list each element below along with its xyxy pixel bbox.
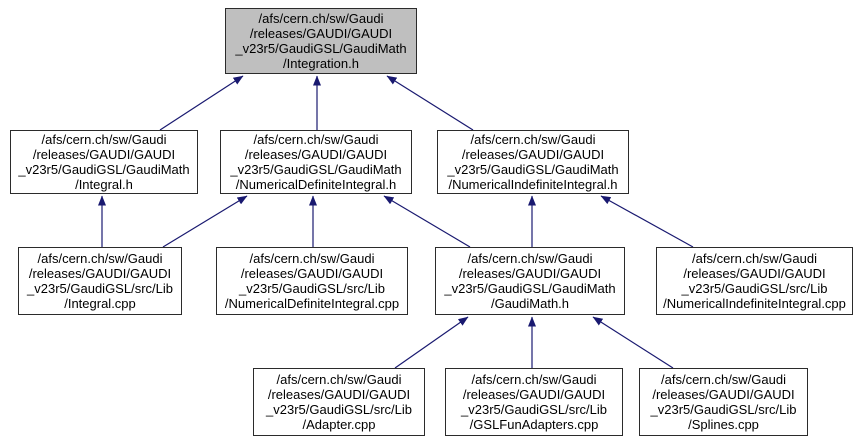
node-label-line: /releases/GAUDI/GAUDI <box>240 266 384 281</box>
node-gaudimath-h[interactable]: /afs/cern.ch/sw/Gaudi /releases/GAUDI/GA… <box>435 247 625 315</box>
node-gslfunadapters-cpp[interactable]: /afs/cern.ch/sw/Gaudi /releases/GAUDI/GA… <box>445 368 623 436</box>
node-label-line: _v23r5/GaudiGSL/src/Lib <box>461 402 607 417</box>
edge-gaudimath_h-to-numerical_definite_integral_h <box>383 195 471 248</box>
node-label-line: /afs/cern.ch/sw/Gaudi <box>470 132 596 147</box>
edge-numerical_indefinite_integral_h-to-integration_h <box>386 75 474 131</box>
node-integral-cpp[interactable]: /afs/cern.ch/sw/Gaudi /releases/GAUDI/GA… <box>18 247 182 315</box>
node-label-line: _v23r5/GaudiGSL/src/Lib <box>239 281 385 296</box>
node-numerical-definite-integral-h[interactable]: /afs/cern.ch/sw/Gaudi /releases/GAUDI/GA… <box>220 130 412 194</box>
node-label-line: /releases/GAUDI/GAUDI <box>249 26 393 41</box>
node-label-line: _v23r5/GaudiGSL/GaudiMath <box>447 162 619 177</box>
node-label-line: /NumericalDefiniteIntegral.cpp <box>224 296 400 311</box>
edge-adapter_cpp-to-gaudimath_h <box>394 316 469 369</box>
node-label-line: _v23r5/GaudiGSL/GaudiMath <box>235 41 407 56</box>
node-label-line: /releases/GAUDI/GAUDI <box>462 387 606 402</box>
node-label-line: /afs/cern.ch/sw/Gaudi <box>467 251 593 266</box>
node-label-line: /releases/GAUDI/GAUDI <box>244 147 388 162</box>
node-numerical-definite-integral-cpp[interactable]: /afs/cern.ch/sw/Gaudi /releases/GAUDI/GA… <box>216 247 408 315</box>
node-label-line: /Integral.h <box>75 177 133 192</box>
node-label-line: _v23r5/GaudiGSL/src/Lib <box>266 402 412 417</box>
node-label-line: _v23r5/GaudiGSL/GaudiMath <box>18 162 190 177</box>
node-label-line: /afs/cern.ch/sw/Gaudi <box>692 251 817 266</box>
node-label-line: /afs/cern.ch/sw/Gaudi <box>661 372 786 387</box>
node-label-line: /releases/GAUDI/GAUDI <box>28 266 172 281</box>
node-integration-h[interactable]: /afs/cern.ch/sw/Gaudi /releases/GAUDI/GA… <box>225 8 417 74</box>
node-label-line: /afs/cern.ch/sw/Gaudi <box>41 132 167 147</box>
node-label-line: _v23r5/GaudiGSL/src/Lib <box>681 281 828 296</box>
node-label-line: /afs/cern.ch/sw/Gaudi <box>37 251 163 266</box>
node-label-line: /afs/cern.ch/sw/Gaudi <box>258 11 384 26</box>
node-label-line: _v23r5/GaudiGSL/GaudiMath <box>230 162 402 177</box>
node-label-line: /releases/GAUDI/GAUDI <box>652 387 795 402</box>
node-label-line: /Integration.h <box>283 56 359 71</box>
node-label-line: /NumericalIndefiniteIntegral.cpp <box>663 296 846 311</box>
node-label-line: /afs/cern.ch/sw/Gaudi <box>471 372 597 387</box>
node-numerical-indefinite-integral-h[interactable]: /afs/cern.ch/sw/Gaudi /releases/GAUDI/GA… <box>437 130 629 194</box>
edge-integral_cpp-to-numerical_definite_integral_h <box>162 195 248 248</box>
node-numerical-indefinite-integral-cpp[interactable]: /afs/cern.ch/sw/Gaudi /releases/GAUDI/GA… <box>656 247 853 315</box>
edge-integral_h-to-integration_h <box>159 75 244 131</box>
node-label-line: /GSLFunAdapters.cpp <box>469 417 599 432</box>
node-adapter-cpp[interactable]: /afs/cern.ch/sw/Gaudi /releases/GAUDI/GA… <box>253 368 425 436</box>
node-label-line: /afs/cern.ch/sw/Gaudi <box>276 372 402 387</box>
node-integral-h[interactable]: /afs/cern.ch/sw/Gaudi /releases/GAUDI/GA… <box>10 130 198 194</box>
node-label-line: /NumericalDefiniteIntegral.h <box>235 177 397 192</box>
node-label-line: _v23r5/GaudiGSL/src/Lib <box>27 281 173 296</box>
node-label-line: _v23r5/GaudiGSL/GaudiMath <box>444 281 616 296</box>
node-label-line: /GaudiMath.h <box>490 296 570 311</box>
node-label-line: /releases/GAUDI/GAUDI <box>32 147 176 162</box>
node-label-line: /Adapter.cpp <box>302 417 376 432</box>
node-label-line: /releases/GAUDI/GAUDI <box>267 387 411 402</box>
node-label-line: /afs/cern.ch/sw/Gaudi <box>249 251 375 266</box>
node-label-line: /releases/GAUDI/GAUDI <box>461 147 605 162</box>
node-label-line: _v23r5/GaudiGSL/src/Lib <box>650 402 797 417</box>
node-label-line: /Splines.cpp <box>688 417 759 432</box>
node-label-line: /releases/GAUDI/GAUDI <box>458 266 602 281</box>
edge-numerical_indefinite_integral_cpp-to-numerical_indefinite_integral_h <box>600 195 694 248</box>
node-label-line: /Integral.cpp <box>64 296 136 311</box>
edge-splines_cpp-to-gaudimath_h <box>592 316 674 369</box>
node-label-line: /NumericalIndefiniteIntegral.h <box>448 177 618 192</box>
node-splines-cpp[interactable]: /afs/cern.ch/sw/Gaudi /releases/GAUDI/GA… <box>639 368 808 436</box>
node-label-line: /afs/cern.ch/sw/Gaudi <box>253 132 379 147</box>
node-label-line: /releases/GAUDI/GAUDI <box>683 266 826 281</box>
